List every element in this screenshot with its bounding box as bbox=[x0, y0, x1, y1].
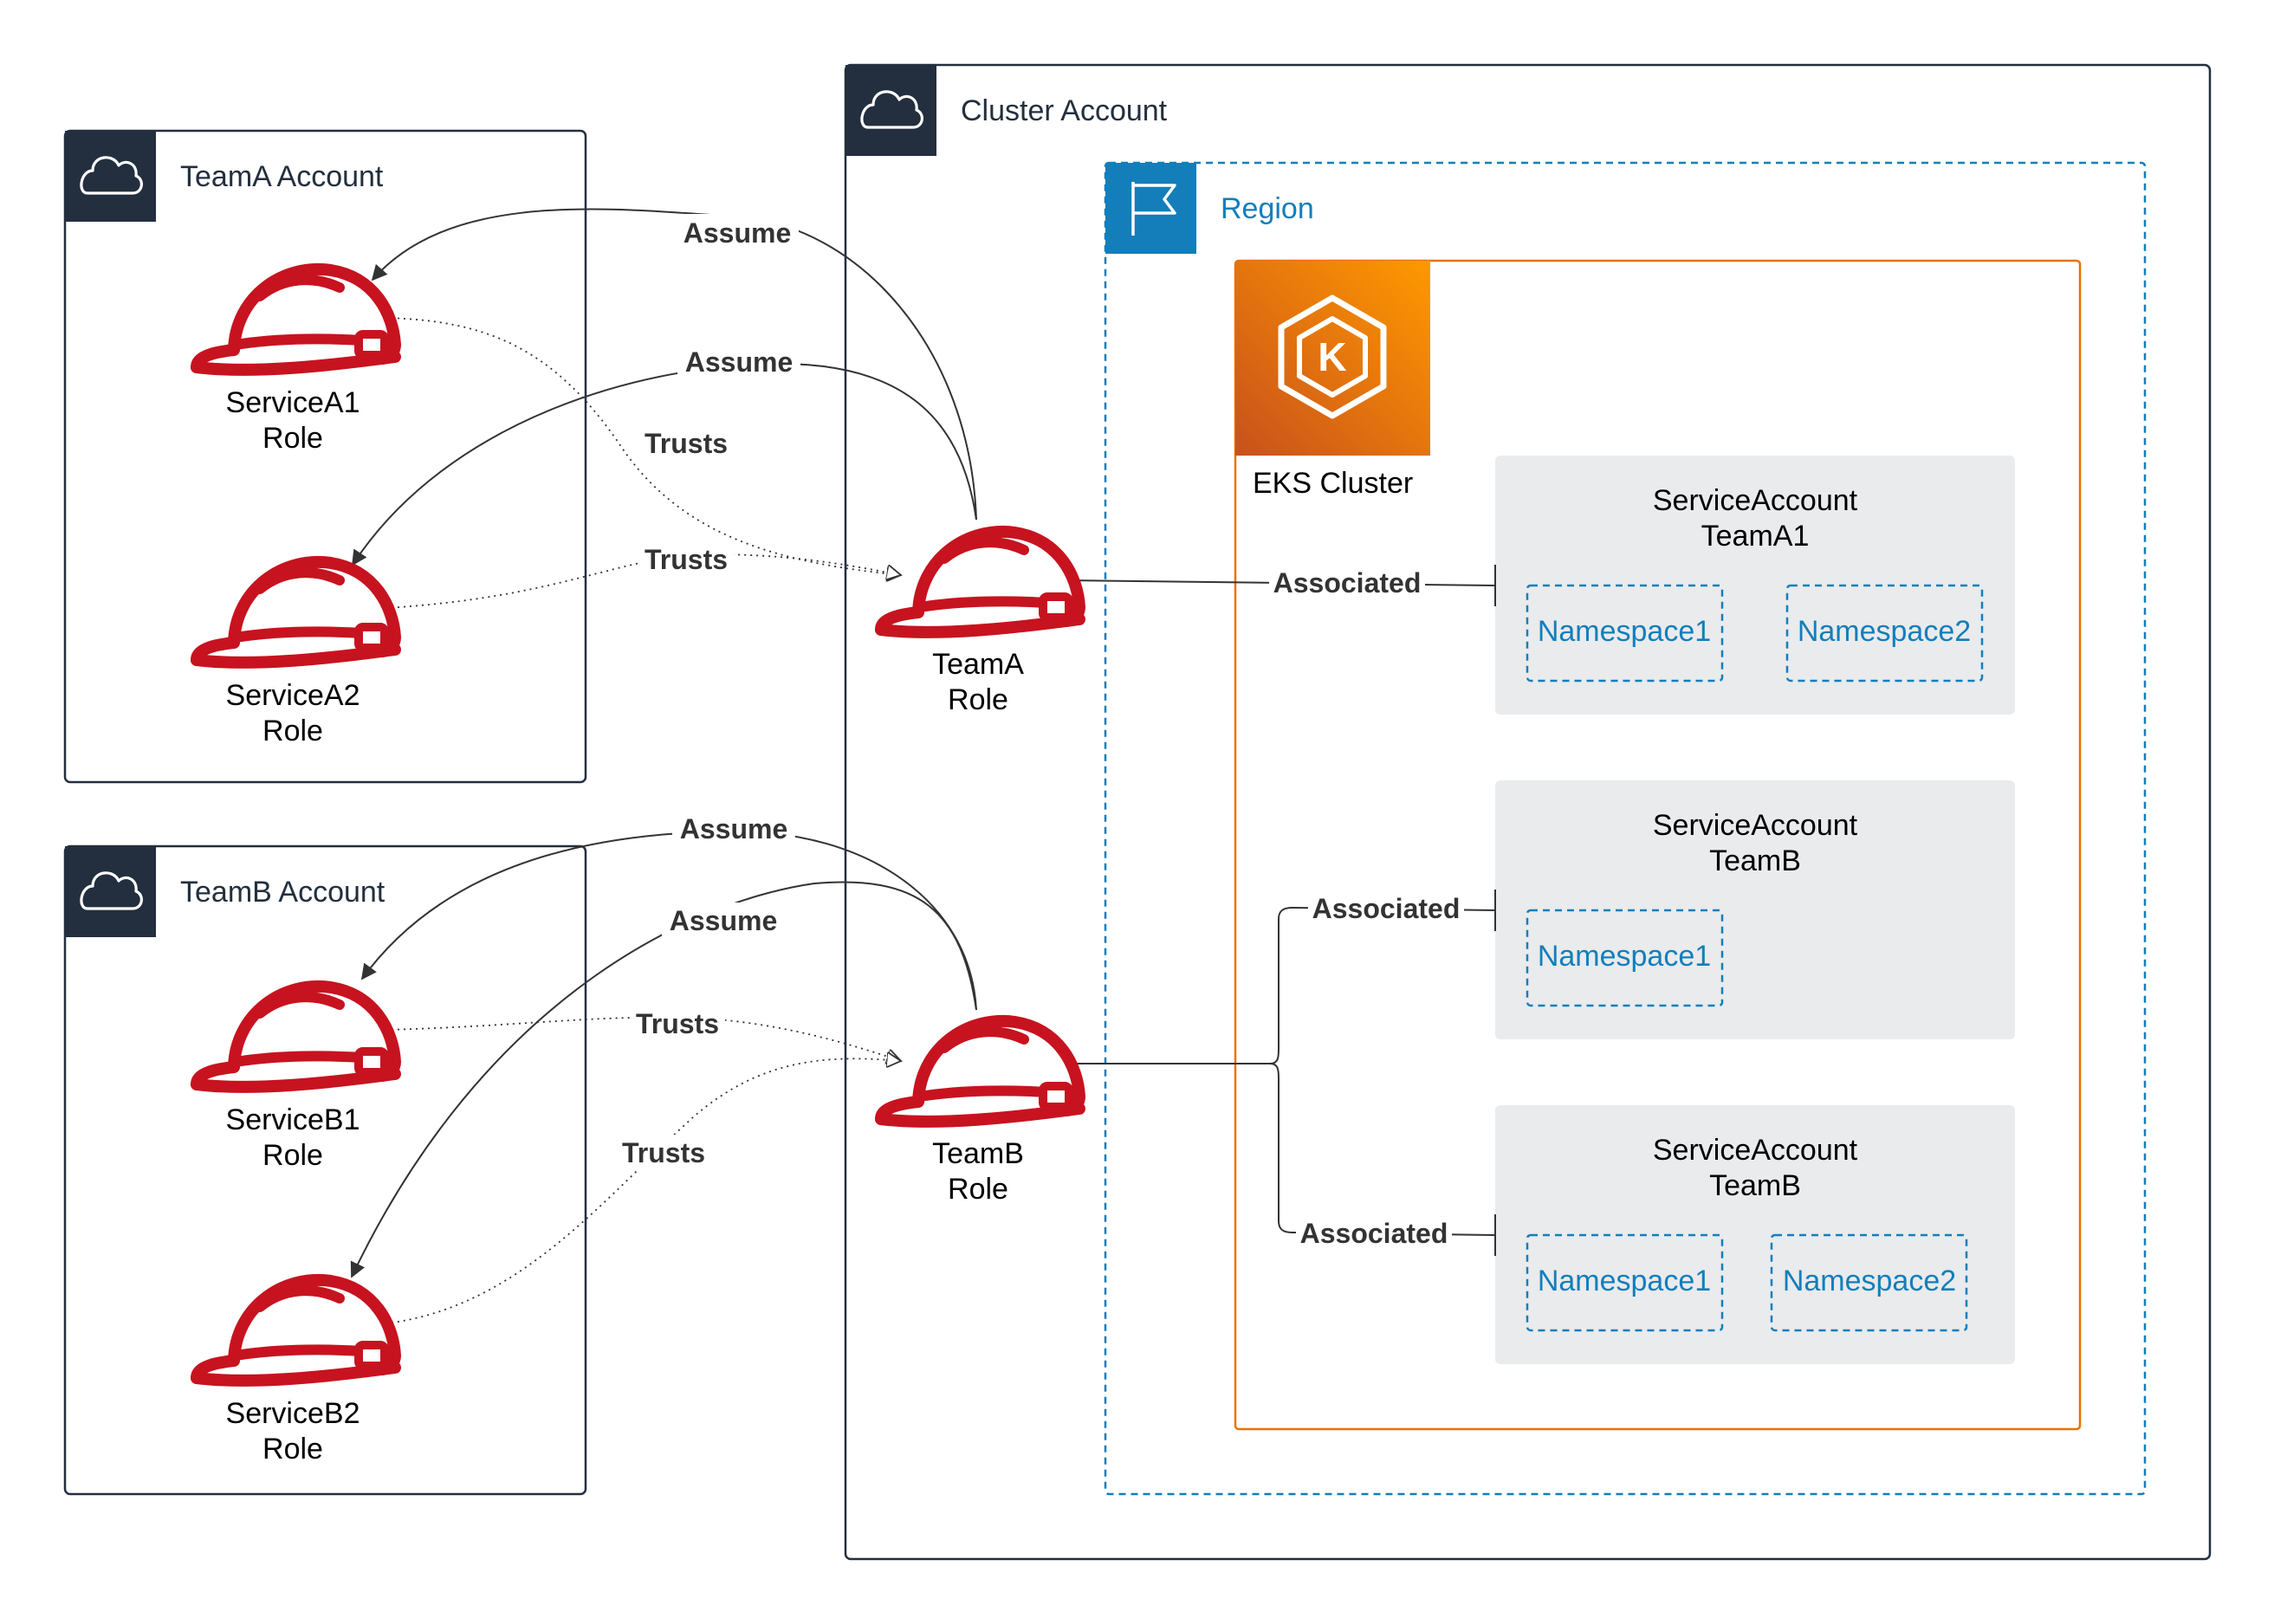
assume-label: Assume bbox=[683, 217, 792, 249]
flag-icon bbox=[1131, 182, 1176, 236]
assume-edge-b2 bbox=[350, 881, 977, 1278]
service-account-subtitle: TeamB bbox=[1709, 844, 1801, 877]
role-type: Role bbox=[262, 715, 323, 747]
service-account-team-b-2: ServiceAccount TeamB Namespace1 Namespac… bbox=[1495, 1105, 2015, 1364]
service-account-title: ServiceAccount bbox=[1653, 484, 1858, 517]
team-a-account-border bbox=[63, 129, 587, 784]
role-name: TeamB bbox=[932, 1137, 1024, 1170]
region-group: Region bbox=[1104, 161, 2147, 1496]
team-a-account-title: TeamA Account bbox=[180, 160, 384, 193]
associated-label: Associated bbox=[1300, 1218, 1448, 1249]
service-account-box bbox=[1495, 1105, 2015, 1364]
region-title: Region bbox=[1221, 192, 1314, 225]
service-account-subtitle: TeamB bbox=[1709, 1169, 1801, 1202]
namespace-box bbox=[1526, 909, 1724, 1007]
namespace-label: Namespace2 bbox=[1783, 1265, 1956, 1297]
namespace-box bbox=[1526, 584, 1724, 683]
role-type: Role bbox=[948, 1173, 1008, 1206]
role-service-b1[interactable]: ServiceB1 Role bbox=[197, 987, 395, 1172]
role-name: ServiceB2 bbox=[226, 1397, 360, 1430]
role-team-a[interactable]: TeamA Role bbox=[881, 532, 1079, 716]
role-service-b2[interactable]: ServiceB2 Role bbox=[197, 1280, 395, 1465]
associated-edge-team-b bbox=[1067, 906, 1496, 1064]
trusts-label: Trusts bbox=[622, 1137, 705, 1168]
namespace-label: Namespace1 bbox=[1538, 1265, 1711, 1297]
trusts-label: Trusts bbox=[636, 1008, 719, 1039]
kubernetes-icon: K bbox=[1278, 294, 1387, 419]
role-type: Role bbox=[262, 422, 323, 455]
service-account-team-b-1: ServiceAccount TeamB Namespace1 bbox=[1495, 780, 2015, 1039]
role-name: ServiceB1 bbox=[226, 1103, 360, 1136]
service-account-box bbox=[1495, 780, 2015, 1039]
namespace-box bbox=[1770, 1233, 1968, 1332]
namespace-box bbox=[1785, 584, 1984, 683]
associated-edge-team-b-2 bbox=[1269, 1063, 1496, 1236]
team-b-account-header bbox=[65, 846, 156, 937]
cluster-account-title: Cluster Account bbox=[961, 94, 1168, 127]
team-a-account-header bbox=[65, 131, 156, 222]
namespace-label: Namespace1 bbox=[1538, 940, 1711, 973]
eks-cluster-border bbox=[1234, 259, 2082, 1431]
service-account-team-a1: ServiceAccount TeamA1 Namespace1 Namespa… bbox=[1495, 456, 2015, 715]
service-account-title: ServiceAccount bbox=[1653, 809, 1858, 842]
eks-cluster-title: EKS Cluster bbox=[1253, 467, 1413, 500]
cluster-account-header bbox=[845, 65, 936, 156]
role-type: Role bbox=[262, 1433, 323, 1465]
team-b-account-title: TeamB Account bbox=[180, 876, 385, 909]
team-b-account-group: TeamB Account bbox=[63, 844, 587, 1496]
role-service-a2[interactable]: ServiceA2 Role bbox=[197, 562, 395, 747]
role-name: TeamA bbox=[932, 648, 1024, 681]
trust-edge-b2 bbox=[385, 1058, 901, 1324]
trusts-label: Trusts bbox=[645, 544, 728, 575]
associated-label: Associated bbox=[1312, 893, 1461, 924]
role-type: Role bbox=[262, 1139, 323, 1172]
trust-edge-a1 bbox=[385, 317, 901, 575]
assume-label: Assume bbox=[685, 346, 794, 378]
eks-icon-letter: K bbox=[1318, 334, 1346, 379]
region-header bbox=[1105, 163, 1196, 254]
team-a-account-group: TeamA Account bbox=[63, 129, 587, 784]
service-account-subtitle: TeamA1 bbox=[1701, 520, 1810, 553]
role-service-a1[interactable]: ServiceA1 Role bbox=[197, 269, 395, 455]
assume-label: Assume bbox=[670, 905, 778, 936]
team-b-account-border bbox=[63, 844, 587, 1496]
trusts-label: Trusts bbox=[645, 428, 728, 459]
region-border bbox=[1104, 161, 2147, 1496]
namespace-label: Namespace1 bbox=[1538, 615, 1711, 648]
eks-icon-tile bbox=[1235, 261, 1430, 456]
associated-label: Associated bbox=[1273, 567, 1422, 598]
service-account-title: ServiceAccount bbox=[1653, 1134, 1858, 1167]
edge-labels: Assume Assume Assume Assume Trusts Trust… bbox=[616, 214, 1464, 1252]
role-name: ServiceA1 bbox=[226, 386, 360, 419]
namespace-box bbox=[1526, 1233, 1724, 1332]
namespace-label: Namespace2 bbox=[1798, 615, 1971, 648]
eks-cluster-group: K EKS Cluster bbox=[1234, 259, 2082, 1431]
assume-label: Assume bbox=[680, 813, 788, 844]
service-account-box bbox=[1495, 456, 2015, 715]
role-team-b[interactable]: TeamB Role bbox=[881, 1021, 1079, 1206]
role-name: ServiceA2 bbox=[226, 679, 360, 712]
role-type: Role bbox=[948, 683, 1008, 716]
